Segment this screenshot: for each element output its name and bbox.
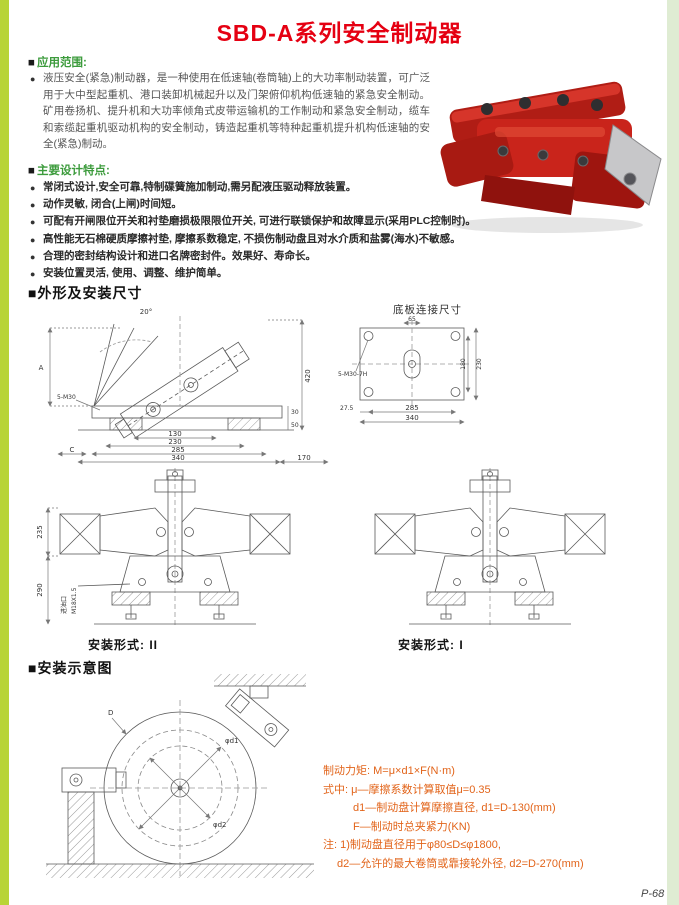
dim-label: 285 bbox=[405, 404, 418, 412]
dim-d2-label: φd2 bbox=[213, 821, 227, 829]
feature-item: ●合理的密封结构设计和进口名牌密封件。效果好、寿命长。 bbox=[30, 248, 655, 265]
base-plate-drawing: 65 230 180 285 340 27.5 5-M30-7H bbox=[338, 316, 483, 425]
right-accent-bar bbox=[667, 0, 679, 905]
features-heading: ■主要设计特点: bbox=[28, 165, 110, 177]
dim-label: 27.5 bbox=[340, 405, 354, 412]
dim-a-label: A bbox=[39, 364, 44, 372]
feature-item: ●可配有开闸限位开关和衬垫磨损极限限位开关, 可进行联锁保护和故障显示(采用PL… bbox=[30, 213, 655, 230]
formula-line: 注: 1)制动盘直径用于φ80≤D≤φ1800, bbox=[323, 839, 501, 851]
bullet-icon: ● bbox=[30, 269, 36, 280]
front-view-drawing-ii: 235 290 进油口 M18X1.5 bbox=[36, 468, 291, 628]
page-number: P-68 bbox=[641, 888, 665, 900]
dim-label: 420 bbox=[304, 369, 312, 382]
dim-d-label: D bbox=[108, 709, 113, 717]
dim-angle-label: 20° bbox=[140, 308, 152, 316]
caption-form-i: 安装形式: I bbox=[398, 638, 464, 652]
features-list: ●常闭式设计,安全可靠,特制碟簧施加制动,需另配液压驱动释放装置。 ●动作灵敏,… bbox=[30, 179, 655, 282]
dim-label: 290 bbox=[36, 583, 44, 596]
feature-item: ●高性能无石棉硬质摩擦衬垫, 摩擦系数稳定, 不损伤制动盘且对水介质和盐雾(海水… bbox=[30, 231, 655, 248]
dim-label: 230 bbox=[168, 438, 181, 446]
dim-label: 235 bbox=[36, 525, 44, 538]
caption-form-ii: 安装形式: II bbox=[88, 638, 158, 652]
install-section-heading: ■安装示意图 bbox=[28, 660, 113, 676]
application-paragraph: ● 液压安全(紧急)制动器，是一种使用在低速轴(卷筒轴)上的大功率制动装置，可广… bbox=[30, 72, 430, 150]
braking-torque-formula: 制动力矩: M=μ×d1×F(N·m) 式中: μ—摩擦系数计算取值μ=0.35… bbox=[323, 762, 668, 873]
dim-label: 180 bbox=[460, 358, 467, 370]
dim-label: 340 bbox=[405, 414, 418, 422]
feature-item: ●常闭式设计,安全可靠,特制碟簧施加制动,需另配液压驱动释放装置。 bbox=[30, 179, 655, 196]
bullet-icon: ● bbox=[30, 234, 36, 245]
bullet-icon: ● bbox=[30, 74, 36, 84]
front-view-drawing-i bbox=[374, 468, 606, 628]
dim-c-label: C bbox=[70, 446, 75, 454]
bullet-icon: ● bbox=[30, 217, 36, 228]
page-title: SBD-A系列安全制动器 bbox=[216, 20, 463, 46]
square-marker: ■ bbox=[28, 57, 35, 69]
formula-line: 式中: μ—摩擦系数计算取值μ=0.35 bbox=[323, 783, 491, 796]
outline-drawing: 20° A C 420 130 230 285 340 170 5-M30 30… bbox=[39, 308, 329, 465]
product-photo bbox=[440, 81, 662, 233]
dim-label: 30 bbox=[291, 409, 299, 416]
base-plate-title: 底板连接尺寸 bbox=[393, 304, 462, 316]
installation-schematic: D φd1 φd2 bbox=[46, 674, 314, 878]
dim-label: 65 bbox=[408, 316, 416, 323]
bullet-icon: ● bbox=[30, 183, 36, 193]
dim-label: 285 bbox=[171, 446, 184, 454]
oil-port-label: 进油口 bbox=[60, 596, 68, 614]
dim-d1-label: φd1 bbox=[225, 737, 239, 745]
outline-section-heading: ■外形及安装尺寸 bbox=[28, 285, 143, 301]
formula-line: d1—制动盘计算摩擦直径, d1=D-130(mm) bbox=[353, 802, 556, 814]
square-marker: ■ bbox=[28, 165, 35, 177]
bullet-icon: ● bbox=[30, 251, 36, 262]
dim-label: 230 bbox=[476, 358, 483, 370]
feature-item: ●动作灵敏, 闭合(上闸)时间短。 bbox=[30, 196, 655, 213]
left-accent-bar bbox=[0, 0, 9, 905]
dim-label: 50 bbox=[291, 422, 299, 429]
oil-port-thread-label: M18X1.5 bbox=[71, 587, 78, 614]
application-heading: ■应用范围: bbox=[28, 57, 87, 69]
dim-label: 340 bbox=[171, 454, 184, 462]
formula-line: d2—允许的最大卷筒或靠接轮外径, d2=D-270(mm) bbox=[337, 857, 584, 870]
dim-label: 130 bbox=[168, 430, 181, 438]
formula-line: 制动力矩: M=μ×d1×F(N·m) bbox=[323, 765, 455, 777]
bullet-icon: ● bbox=[30, 200, 36, 211]
dim-label: 170 bbox=[297, 454, 310, 462]
feature-item: ●安装位置灵活, 使用、调整、维护简单。 bbox=[30, 265, 655, 282]
formula-line: F—制动时总夹紧力(KN) bbox=[353, 820, 471, 833]
bolt-spec-label: 5-M30-7H bbox=[338, 371, 367, 378]
bolt-spec-label: 5-M30 bbox=[57, 394, 76, 401]
